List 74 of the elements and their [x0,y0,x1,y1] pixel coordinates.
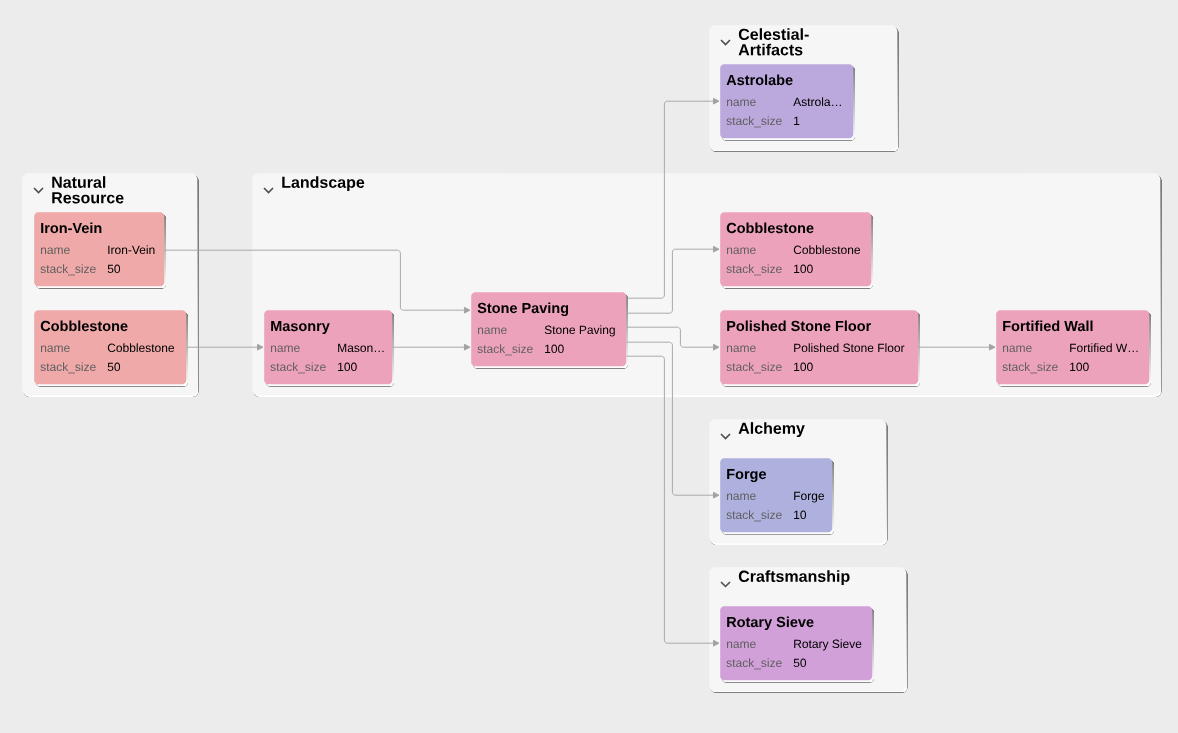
card-title: Cobblestone [726,222,814,234]
field-label: stack_size [40,264,96,276]
field-label: stack_size [726,658,782,670]
field-label: stack_size [270,362,326,374]
connector-arrow [625,341,720,499]
field-label: stack_size [726,362,782,374]
item-card [720,458,834,535]
field-value: Mason… [338,343,384,353]
item-card [720,606,874,683]
connector-arrow [917,343,996,351]
item-card [34,310,188,387]
field-label: name [41,247,70,255]
field-label: name [727,247,756,255]
card-title: Masonry [271,321,330,334]
connector-arrow [391,343,471,351]
item-card [264,310,394,387]
field-label: name [1003,345,1032,353]
connector-arrow [625,326,720,351]
field-value: Cobblestone [107,343,175,353]
connector-arrow [185,343,264,351]
field-value: 10 [794,510,807,520]
item-card [34,212,166,289]
field-label: stack_size [477,344,533,356]
field-label: name [727,493,756,501]
group-title: Celestial-Artifacts [738,28,809,56]
field-value: Rotary Sieve [794,639,862,651]
field-value: 100 [338,362,357,372]
connector-arrow [163,249,471,314]
group-title: Natural Resource [52,176,124,204]
field-value: 100 [794,362,813,372]
field-value: 100 [1070,362,1089,372]
field-value: Iron-Vein [108,245,155,255]
field-value: Cobblestone [793,245,861,255]
connector-arrow [625,97,720,299]
item-card [720,310,920,387]
card-title: Cobblestone [40,320,128,332]
field-value: Stone Paving [544,325,615,337]
field-value: Forge [794,491,824,503]
card-title: Fortified Wall [1003,320,1093,332]
field-value: Polished Stone Floor [794,343,905,353]
field-label: stack_size [726,116,782,128]
field-value: 50 [107,264,121,274]
field-value: 100 [794,264,813,274]
card-title: Forge [727,469,766,483]
field-value: Fortified W… [1070,343,1138,353]
field-label: stack_size [726,510,782,522]
field-value: Astrola… [793,97,841,107]
field-value: 50 [107,362,121,372]
connector-arrow [625,355,720,647]
field-value: 1 [794,116,800,125]
field-label: name [727,641,756,649]
card-title: Stone Paving [477,302,569,317]
field-label: name [727,99,756,107]
card-title: Polished Stone Floor [727,320,871,332]
field-label: name [271,345,300,353]
field-label: name [727,345,756,353]
item-card [720,212,873,289]
item-card [720,64,855,141]
field-label: stack_size [726,264,782,276]
card-title: Rotary Sieve [727,616,814,630]
card-title: Iron-Vein [41,222,102,234]
card-title: Astrolabe [726,74,793,86]
field-label: name [478,327,507,335]
field-value: 50 [793,658,807,668]
item-card [471,292,628,369]
field-label: stack_size [1002,362,1058,374]
group-title: Alchemy [738,422,805,438]
group-title: Landscape [282,176,365,192]
field-label: name [41,345,70,353]
connector-arrow [625,245,720,314]
field-value: 100 [545,344,564,354]
item-card [996,310,1151,387]
group-title: Craftsmanship [738,570,850,586]
field-label: stack_size [40,362,96,374]
